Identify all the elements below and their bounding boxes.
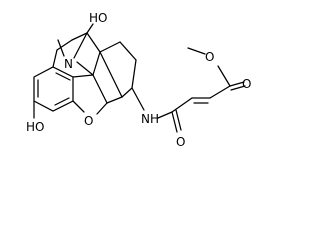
amide-carbonyl-bond bbox=[175, 109, 182, 131]
furan-bond bbox=[72, 100, 85, 113]
ring-bond bbox=[99, 41, 121, 53]
ester-carbonyl-bond bbox=[229, 81, 245, 87]
ring-bond bbox=[121, 87, 133, 98]
amide-carbonyl-bond bbox=[171, 111, 178, 133]
ring-oxygen-label: O bbox=[84, 114, 93, 128]
ring-bond bbox=[56, 39, 73, 51]
ring-bond bbox=[119, 41, 137, 61]
amide-oxygen-label: O bbox=[176, 135, 185, 149]
ring-bond bbox=[71, 32, 88, 41]
ring-bond bbox=[73, 32, 88, 59]
ring-bond bbox=[86, 23, 94, 34]
methoxy-bond bbox=[187, 47, 206, 55]
nitrogen-label: N bbox=[64, 57, 73, 71]
aromatic-double-bond bbox=[55, 72, 71, 81]
ring-bond bbox=[92, 74, 108, 104]
ester-methoxy-oxygen-label: O bbox=[205, 50, 214, 64]
n-methyl-bond bbox=[57, 39, 65, 57]
ring-bond bbox=[99, 51, 123, 98]
hydroxyl-top-label: HO bbox=[89, 11, 107, 25]
ring-bond bbox=[72, 74, 94, 78]
ester-bond bbox=[209, 85, 231, 99]
amide-nh-label: NH bbox=[141, 112, 159, 126]
structural-formula-diagram: HO N O NH O O O HO bbox=[26, 11, 251, 149]
ring-bond bbox=[92, 51, 101, 76]
ring-bond bbox=[86, 32, 101, 53]
amide-n-bond bbox=[157, 111, 173, 119]
ring-bond bbox=[106, 96, 123, 104]
amide-n-bond bbox=[131, 87, 145, 111]
ester-carbonyl-bond bbox=[230, 85, 246, 91]
furan-bond bbox=[96, 102, 108, 115]
atom-labels: HO N O NH O O O HO bbox=[26, 11, 251, 149]
aromatic-double-bond bbox=[54, 97, 70, 106]
ester-carbonyl-oxygen-label: O bbox=[242, 77, 251, 91]
ring-bond bbox=[76, 61, 94, 76]
phenol-hydroxyl-label: HO bbox=[26, 120, 44, 134]
ring-bond bbox=[131, 59, 137, 89]
ring-bond bbox=[52, 49, 58, 68]
alkene-bond bbox=[171, 97, 193, 113]
ester-oxygen-bond bbox=[217, 65, 231, 87]
aromatic-ring bbox=[33, 66, 74, 112]
bond-lines bbox=[33, 23, 246, 133]
